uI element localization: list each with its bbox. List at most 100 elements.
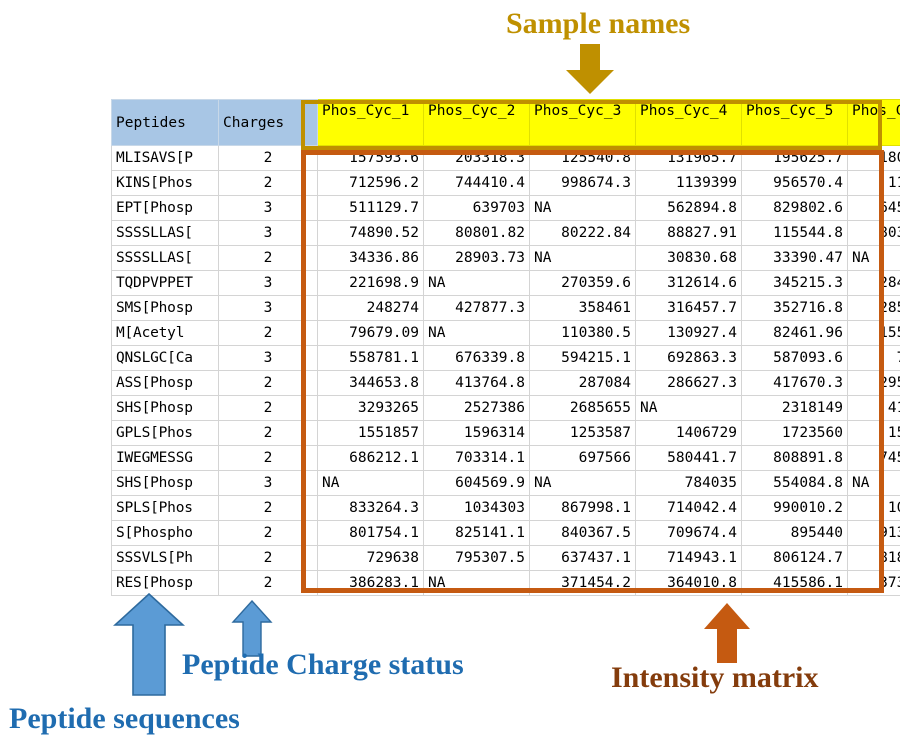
- charge-cell[interactable]: 2: [218, 545, 318, 571]
- intensity-cell[interactable]: 714943.1: [635, 545, 742, 571]
- intensity-cell[interactable]: 697566: [529, 445, 636, 471]
- intensity-cell[interactable]: 729638: [317, 545, 424, 571]
- intensity-cell[interactable]: 131965.7: [635, 145, 742, 171]
- intensity-cell[interactable]: 1034303: [423, 495, 530, 521]
- intensity-cell[interactable]: 295301.9: [847, 370, 900, 396]
- charge-cell[interactable]: 2: [218, 445, 318, 471]
- intensity-cell[interactable]: 594215.1: [529, 345, 636, 371]
- intensity-cell[interactable]: 2685655: [529, 395, 636, 421]
- intensity-cell[interactable]: 345215.3: [741, 270, 848, 296]
- intensity-cell[interactable]: 312614.6: [635, 270, 742, 296]
- intensity-cell[interactable]: 604569.9: [423, 470, 530, 496]
- intensity-cell[interactable]: 795307.5: [423, 545, 530, 571]
- intensity-cell[interactable]: 554084.8: [741, 470, 848, 496]
- intensity-cell[interactable]: 79679.09: [317, 320, 424, 346]
- intensity-cell[interactable]: NA: [529, 195, 636, 221]
- column-header-sample-5[interactable]: Phos_Cyc_5: [741, 99, 848, 146]
- peptide-cell[interactable]: SSSSLLAS[: [111, 220, 219, 246]
- intensity-cell[interactable]: 1502006: [847, 420, 900, 446]
- intensity-cell[interactable]: 511129.7: [317, 195, 424, 221]
- column-header-sample-1[interactable]: Phos_Cyc_1: [317, 99, 424, 146]
- intensity-cell[interactable]: 808891.8: [741, 445, 848, 471]
- intensity-cell[interactable]: 415586.1: [741, 570, 848, 596]
- peptide-cell[interactable]: KINS[Phos: [111, 170, 219, 196]
- charge-cell[interactable]: 3: [218, 270, 318, 296]
- intensity-cell[interactable]: 801754.1: [317, 520, 424, 546]
- intensity-cell[interactable]: 180664.5: [847, 145, 900, 171]
- intensity-cell[interactable]: 806124.7: [741, 545, 848, 571]
- intensity-cell[interactable]: 364010.8: [635, 570, 742, 596]
- peptide-cell[interactable]: SHS[Phosp: [111, 470, 219, 496]
- intensity-cell[interactable]: 867998.1: [529, 495, 636, 521]
- intensity-cell[interactable]: 913974.4: [847, 520, 900, 546]
- intensity-cell[interactable]: 1139399: [635, 170, 742, 196]
- intensity-cell[interactable]: NA: [847, 470, 900, 496]
- charge-cell[interactable]: 2: [218, 420, 318, 446]
- intensity-cell[interactable]: 80801.82: [423, 220, 530, 246]
- intensity-cell[interactable]: 558781.1: [317, 345, 424, 371]
- intensity-cell[interactable]: 344653.8: [317, 370, 424, 396]
- peptide-cell[interactable]: SSSSLLAS[: [111, 245, 219, 271]
- intensity-cell[interactable]: 285275.5: [847, 295, 900, 321]
- intensity-cell[interactable]: NA: [635, 395, 742, 421]
- intensity-cell[interactable]: 80334.69: [847, 220, 900, 246]
- intensity-cell[interactable]: 28903.73: [423, 245, 530, 271]
- intensity-cell[interactable]: 33390.47: [741, 245, 848, 271]
- intensity-cell[interactable]: 316457.7: [635, 295, 742, 321]
- charge-cell[interactable]: 2: [218, 245, 318, 271]
- intensity-cell[interactable]: 2527386: [423, 395, 530, 421]
- charge-cell[interactable]: 2: [218, 170, 318, 196]
- intensity-cell[interactable]: 82461.96: [741, 320, 848, 346]
- intensity-cell[interactable]: 1120046: [847, 170, 900, 196]
- column-header-sample-6[interactable]: Phos_Cyc_6: [847, 99, 900, 146]
- column-header-charges[interactable]: Charges: [218, 99, 318, 146]
- peptide-cell[interactable]: S[Phospho: [111, 520, 219, 546]
- peptide-cell[interactable]: GPLS[Phos: [111, 420, 219, 446]
- column-header-sample-4[interactable]: Phos_Cyc_4: [635, 99, 742, 146]
- intensity-cell[interactable]: 4120553: [847, 395, 900, 421]
- intensity-cell[interactable]: 1551857: [317, 420, 424, 446]
- intensity-cell[interactable]: 998674.3: [529, 170, 636, 196]
- intensity-cell[interactable]: 203318.3: [423, 145, 530, 171]
- intensity-cell[interactable]: 840367.5: [529, 520, 636, 546]
- intensity-cell[interactable]: 1723560: [741, 420, 848, 446]
- charge-cell[interactable]: 3: [218, 220, 318, 246]
- peptide-cell[interactable]: MLISAVS[P: [111, 145, 219, 171]
- intensity-cell[interactable]: 562894.8: [635, 195, 742, 221]
- intensity-cell[interactable]: 34336.86: [317, 245, 424, 271]
- peptide-cell[interactable]: RES[Phosp: [111, 570, 219, 596]
- intensity-cell[interactable]: 74890.52: [317, 220, 424, 246]
- intensity-cell[interactable]: NA: [529, 470, 636, 496]
- intensity-cell[interactable]: 756873: [847, 345, 900, 371]
- intensity-cell[interactable]: 248274: [317, 295, 424, 321]
- intensity-cell[interactable]: 833264.3: [317, 495, 424, 521]
- intensity-cell[interactable]: 352716.8: [741, 295, 848, 321]
- peptide-cell[interactable]: SPLS[Phos: [111, 495, 219, 521]
- intensity-cell[interactable]: NA: [423, 570, 530, 596]
- intensity-cell[interactable]: 371454.2: [529, 570, 636, 596]
- intensity-cell[interactable]: 637437.1: [529, 545, 636, 571]
- intensity-cell[interactable]: 157593.6: [317, 145, 424, 171]
- intensity-cell[interactable]: 373595.6: [847, 570, 900, 596]
- intensity-cell[interactable]: 88827.91: [635, 220, 742, 246]
- intensity-cell[interactable]: 686212.1: [317, 445, 424, 471]
- intensity-cell[interactable]: 1253587: [529, 420, 636, 446]
- charge-cell[interactable]: 3: [218, 345, 318, 371]
- intensity-cell[interactable]: 1596314: [423, 420, 530, 446]
- charge-cell[interactable]: 2: [218, 395, 318, 421]
- peptide-cell[interactable]: TQDPVPPET: [111, 270, 219, 296]
- column-header-peptides[interactable]: Peptides: [111, 99, 219, 146]
- charge-cell[interactable]: 2: [218, 320, 318, 346]
- intensity-cell[interactable]: NA: [847, 245, 900, 271]
- peptide-cell[interactable]: SMS[Phosp: [111, 295, 219, 321]
- intensity-cell[interactable]: NA: [423, 270, 530, 296]
- intensity-cell[interactable]: 1406729: [635, 420, 742, 446]
- intensity-cell[interactable]: 1039246: [847, 495, 900, 521]
- intensity-cell[interactable]: 587093.6: [741, 345, 848, 371]
- intensity-cell[interactable]: 703314.1: [423, 445, 530, 471]
- column-header-sample-2[interactable]: Phos_Cyc_2: [423, 99, 530, 146]
- intensity-cell[interactable]: 417670.3: [741, 370, 848, 396]
- charge-cell[interactable]: 2: [218, 145, 318, 171]
- intensity-cell[interactable]: 284286.5: [847, 270, 900, 296]
- charge-cell[interactable]: 2: [218, 495, 318, 521]
